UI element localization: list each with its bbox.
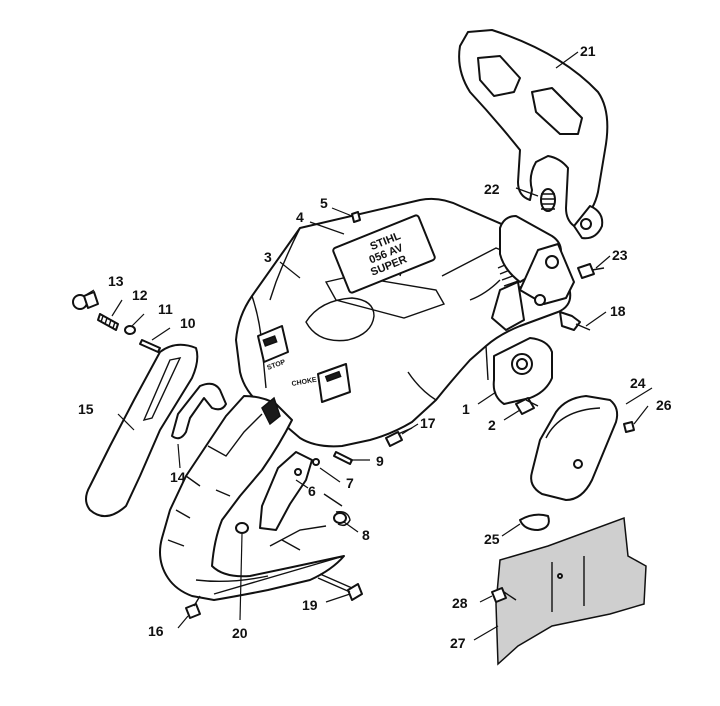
interlock-plate (213, 525, 345, 595)
cylinder-block (491, 215, 575, 331)
callout-28: 28 (452, 595, 468, 611)
callout-20: 20 (232, 625, 248, 641)
callout-13: 13 (108, 273, 124, 289)
trigger-pin (235, 522, 249, 534)
model-decal: STIHL 056 AV SUPER (332, 214, 436, 294)
guard-spring (540, 188, 556, 212)
callout-12: 12 (132, 287, 148, 303)
callout-25: 25 (484, 531, 500, 547)
nut-5 (351, 211, 361, 223)
screw-28 (491, 587, 517, 603)
callout-labels: 21 22 23 18 24 26 1 2 17 9 7 6 8 19 16 2… (78, 43, 672, 651)
handle-clip (171, 382, 227, 440)
screw-16 (185, 595, 201, 619)
handle-grip (85, 343, 199, 517)
callout-10: 10 (180, 315, 196, 331)
callout-17: 17 (420, 415, 436, 431)
choke-lever: CHOKE (291, 363, 351, 403)
hand-guard (458, 29, 609, 240)
callout-1: 1 (462, 401, 470, 417)
callout-3: 3 (264, 249, 272, 265)
callout-6: 6 (308, 483, 316, 499)
choke-label: CHOKE (291, 377, 317, 388)
leader-lines (83, 51, 653, 641)
callout-19: 19 (302, 597, 318, 613)
trigger-spring (312, 458, 320, 466)
callout-7: 7 (346, 475, 354, 491)
washer-11 (124, 325, 136, 335)
spring-12 (97, 313, 119, 331)
bolt-13 (72, 291, 99, 310)
callout-15: 15 (78, 401, 94, 417)
callout-16: 16 (148, 623, 164, 639)
callout-4: 4 (296, 209, 304, 225)
callout-18: 18 (610, 303, 626, 319)
callout-26: 26 (656, 397, 672, 413)
callout-27: 27 (450, 635, 466, 651)
callout-23: 23 (612, 247, 628, 263)
callout-8: 8 (362, 527, 370, 543)
filter-cover (530, 395, 619, 501)
callout-21: 21 (580, 43, 596, 59)
screw-26 (623, 421, 635, 433)
pin-9 (333, 451, 353, 465)
callout-2: 2 (488, 417, 496, 433)
callout-14: 14 (170, 469, 186, 485)
cover-plate (495, 516, 647, 666)
screw-23 (577, 263, 605, 279)
callout-22: 22 (484, 181, 500, 197)
callout-9: 9 (376, 453, 384, 469)
torsion-spring (323, 493, 351, 527)
throttle-trigger (259, 451, 313, 531)
callout-11: 11 (158, 301, 173, 317)
bracket (492, 337, 553, 405)
callout-5: 5 (320, 195, 328, 211)
stud-18 (559, 311, 591, 331)
callout-24: 24 (630, 375, 646, 391)
gasket-25 (519, 513, 550, 531)
screw-19 (317, 573, 363, 601)
pin-10 (139, 339, 161, 353)
